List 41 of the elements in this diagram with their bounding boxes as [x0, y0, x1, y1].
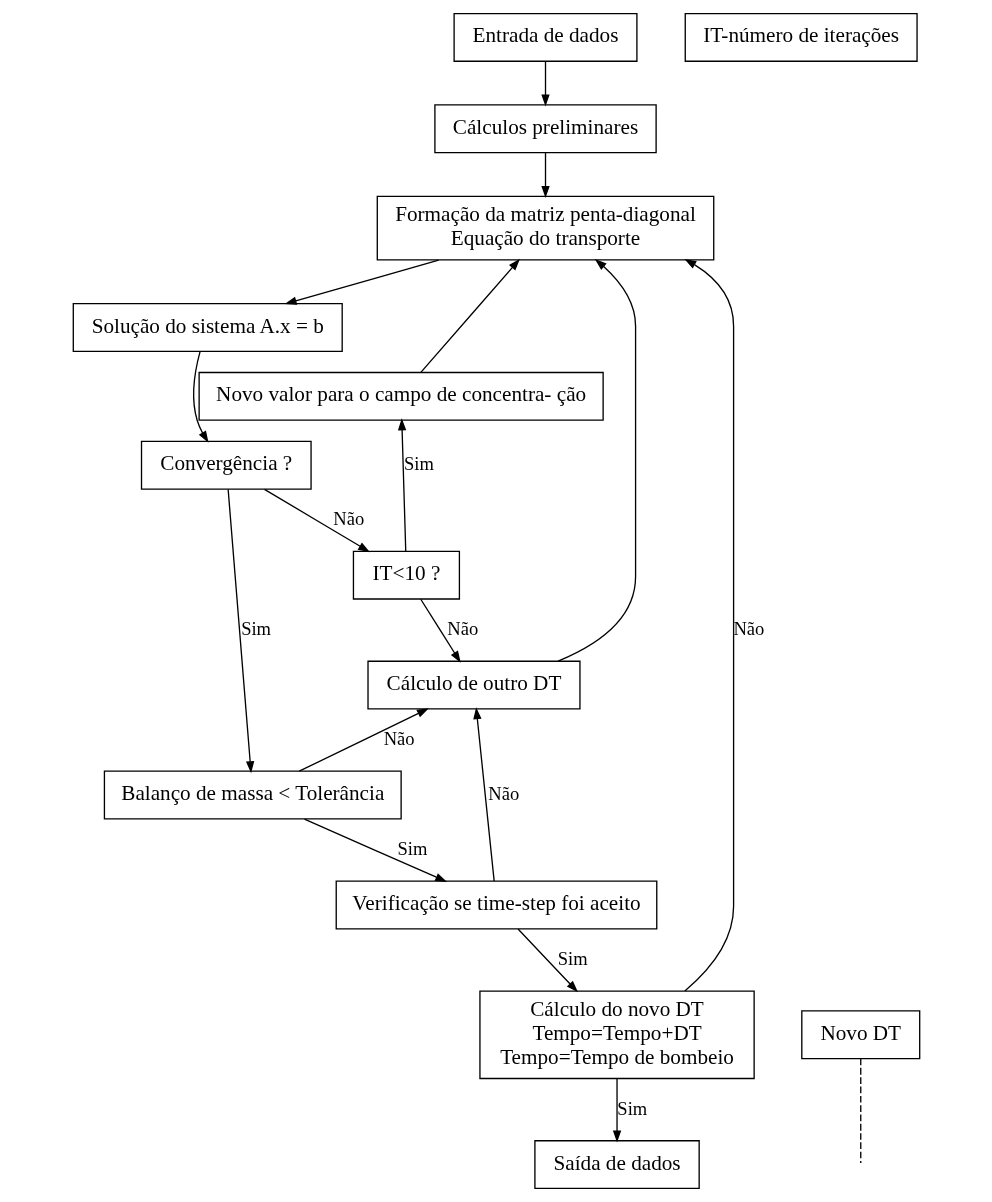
arrow [540, 152, 550, 198]
arrow [683, 259, 734, 992]
arrow [298, 708, 429, 772]
edge-label: Sim [403, 453, 434, 475]
arrow [419, 258, 520, 374]
arrow [516, 928, 578, 993]
node-box: IT<10 ? [352, 550, 460, 600]
edge-label: Não [332, 508, 364, 530]
arrow [284, 259, 439, 305]
node-box: Saída de dados [533, 1140, 700, 1190]
arrow [472, 707, 495, 882]
arrow [263, 488, 370, 553]
arrow [227, 488, 254, 774]
arrow [303, 818, 447, 882]
node-box: Convergência ? [140, 440, 312, 490]
arrow [397, 418, 406, 552]
node-box: Cálculo do novo DT Tempo=Tempo+DT Tempo=Tempo de bombeio [478, 990, 755, 1080]
arrow [419, 598, 461, 663]
arrow [612, 1078, 621, 1143]
edge-label: Não [487, 782, 519, 804]
arrow [540, 60, 550, 107]
node-box: Balanço de massa < Tolerância [103, 770, 402, 820]
edge-label: Sim [240, 618, 271, 640]
edge-label: Não [383, 727, 415, 749]
edge-label: Sim [396, 837, 427, 859]
node-box: Novo DT [800, 1010, 920, 1060]
edge-label: Sim [616, 1097, 647, 1119]
node-box: Cálculos preliminares [433, 104, 657, 154]
edge-label: Sim [557, 947, 588, 969]
edge-label: Não [732, 618, 764, 640]
arrow [192, 350, 209, 443]
node-box: Solução do sistema A.x = b [72, 302, 343, 352]
edge-label: Não [446, 618, 478, 640]
node-box: Novo valor para o campo de concentra- ção [197, 371, 604, 421]
node-box: Entrada de dados [452, 12, 638, 62]
node-box: Verificação se time-step foi aceito [335, 880, 657, 930]
node-box: Formação da matriz penta-diagonal Equação do transporte [376, 195, 714, 261]
node-box: Cálculo de outro DT [366, 660, 581, 710]
arrow [556, 259, 636, 662]
connector [859, 1058, 861, 1164]
node-box: IT-número de iterações [684, 12, 918, 62]
